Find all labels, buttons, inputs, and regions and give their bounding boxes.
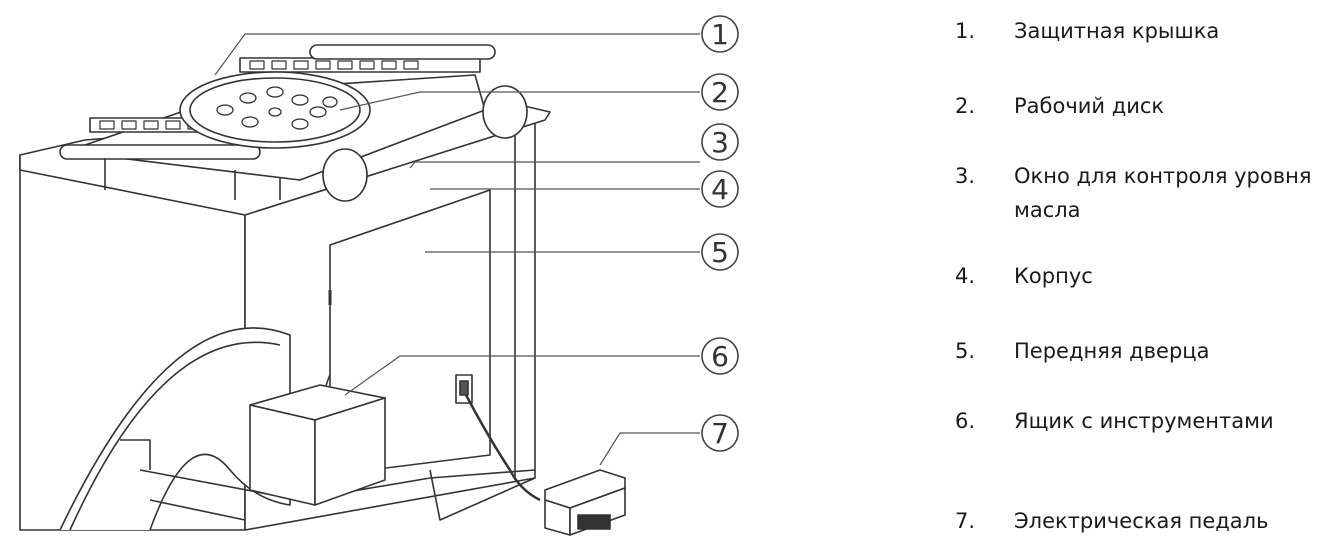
- legend-label: Ящик с инструментами: [1014, 409, 1274, 433]
- legend-label: Передняя дверца: [1014, 339, 1210, 363]
- working-disc: [179, 71, 371, 149]
- legend-number: 2.: [955, 94, 976, 118]
- legend-number: 3.: [955, 164, 976, 188]
- svg-text:3: 3: [711, 126, 729, 159]
- callout-5: 5: [701, 233, 739, 271]
- parts-legend: 1. Защитная крышка 2. Рабочий диск 3. Ок…: [955, 0, 1322, 546]
- legend-label: Корпус: [1014, 264, 1093, 288]
- callout-markers: 1 2 3 4 5 6 7: [701, 15, 739, 452]
- legend-label: Электрическая педаль: [1014, 509, 1269, 533]
- leader-lines: [214, 33, 700, 466]
- callout-6: 6: [701, 337, 739, 375]
- legend-label: Защитная крышка: [1014, 19, 1220, 43]
- svg-text:7: 7: [711, 417, 729, 450]
- legend-number: 4.: [955, 264, 976, 288]
- callout-3: 3: [701, 123, 739, 161]
- electric-pedal: [455, 374, 626, 536]
- legend-number: 1.: [955, 19, 976, 43]
- machine-diagram: 1 2 3 4 5 6 7: [19, 15, 739, 536]
- svg-text:5: 5: [711, 236, 729, 269]
- svg-text:1: 1: [711, 18, 729, 51]
- legend-label: Рабочий диск: [1014, 94, 1165, 118]
- svg-text:2: 2: [711, 76, 729, 109]
- callout-4: 4: [701, 170, 739, 208]
- toolbox: [249, 384, 386, 506]
- legend-number: 7.: [955, 509, 976, 533]
- svg-text:6: 6: [711, 340, 729, 373]
- legend-number: 5.: [955, 339, 976, 363]
- svg-text:4: 4: [711, 173, 729, 206]
- callout-1: 1: [701, 15, 739, 53]
- callout-7: 7: [701, 414, 739, 452]
- legend-label: Окно для контроля уровня масла: [1014, 164, 1312, 222]
- callout-2: 2: [701, 73, 739, 111]
- legend-number: 6.: [955, 409, 976, 433]
